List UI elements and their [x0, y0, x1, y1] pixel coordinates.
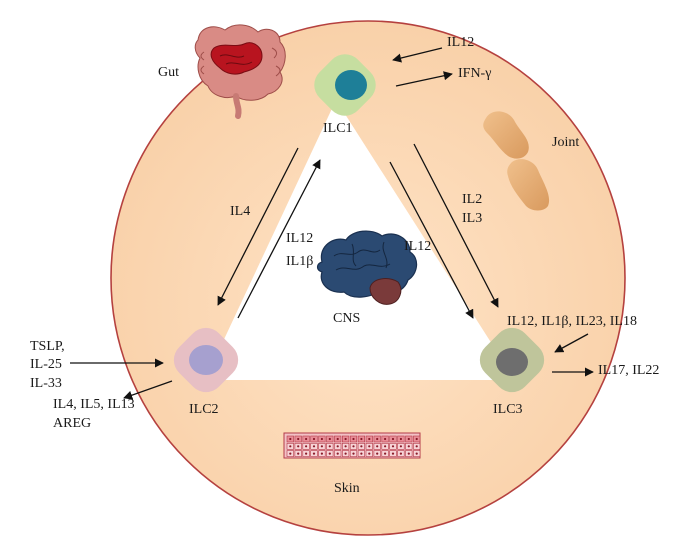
label-il1b-left: IL1β: [286, 254, 313, 269]
label-il4: IL4: [230, 204, 250, 219]
label-il12-right: IL12: [404, 239, 431, 254]
label-il3: IL3: [462, 211, 482, 226]
ilc1-output-label: IFN-γ: [458, 66, 491, 81]
ilc2-input-line3: IL-33: [30, 376, 62, 391]
arrow-ilc1-to-ilc2: [217, 147, 299, 306]
skin-icon: [283, 432, 421, 459]
gut-icon: [194, 24, 286, 119]
joint-icon: [483, 111, 550, 211]
joint-label: Joint: [552, 135, 579, 150]
brain-icon: [316, 230, 418, 305]
ilc3-input-label: IL12, IL1β, IL23, IL18: [507, 314, 637, 329]
ilc2-input-line1: TSLP,: [30, 339, 65, 354]
arrow-ilc2-to-outputs: [123, 380, 173, 400]
label-il12-left: IL12: [286, 231, 313, 246]
ilc2-input-line2: IL-25: [30, 357, 62, 372]
arrow-inputs-into-ilc3: [554, 333, 589, 353]
ilc2-cell: [173, 327, 239, 393]
arrow-ilc1-to-ilc3-inner: [389, 161, 474, 319]
gut-label: Gut: [158, 65, 179, 80]
cns-label: CNS: [333, 311, 360, 326]
ilc3-output-label: IL17, IL22: [598, 363, 659, 378]
skin-label: Skin: [334, 481, 360, 496]
arrow-il12-into-ilc1: [392, 47, 443, 63]
ilc1-cell: [314, 54, 376, 116]
arrow-ilc2-to-ilc1: [237, 159, 321, 319]
arrow-ilc1-to-ifng: [395, 71, 453, 87]
label-il2: IL2: [462, 192, 482, 207]
ilc3-cell: [479, 327, 545, 393]
ilc2-output-line2: AREG: [53, 416, 91, 431]
ilc2-label: ILC2: [189, 402, 219, 417]
ilc1-label: ILC1: [323, 121, 353, 136]
ilc2-output-line1: IL4, IL5, IL13: [53, 397, 135, 412]
arrow-ilc1-to-ilc3-outer: [413, 143, 499, 308]
ilc1-input-label: IL12: [447, 35, 474, 50]
ilc3-label: ILC3: [493, 402, 523, 417]
